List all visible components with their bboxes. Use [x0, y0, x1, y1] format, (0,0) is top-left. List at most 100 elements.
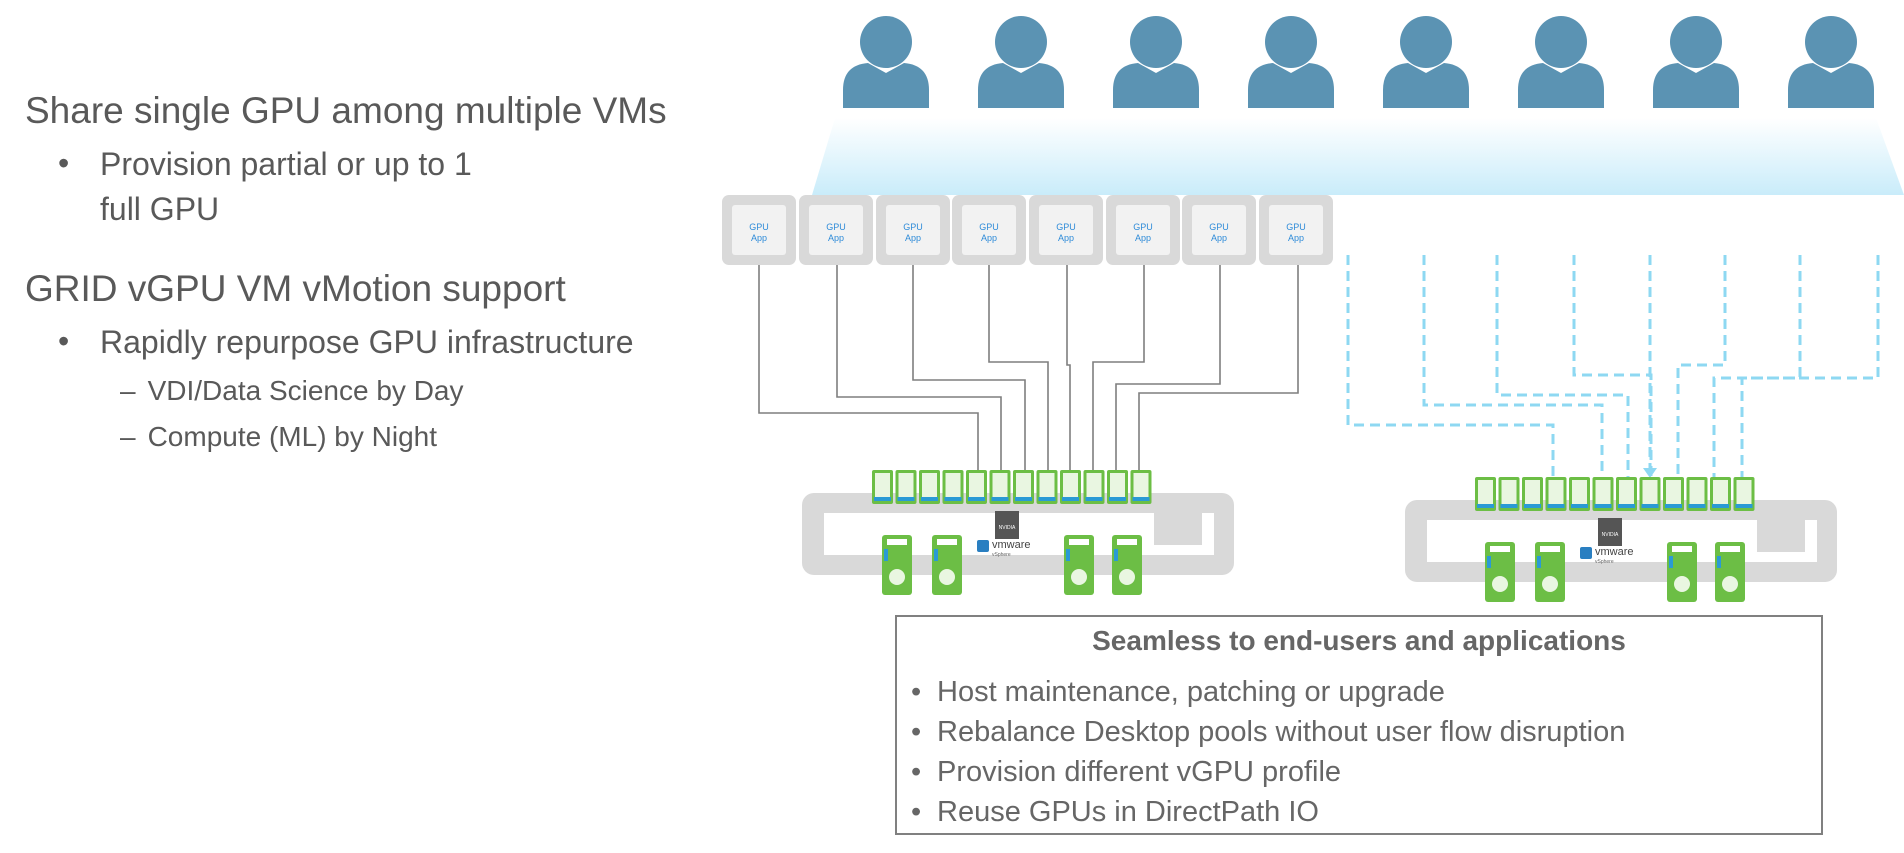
user-icon [1788, 16, 1874, 108]
gpu-card [1663, 477, 1684, 511]
list-item: • Provision different vGPU profile [911, 752, 1625, 792]
gpu-card [1733, 477, 1755, 511]
callout-title: Seamless to end-users and applications [1092, 625, 1626, 656]
heading-vmotion: GRID vGPU VM vMotion support [25, 268, 566, 309]
physical-gpu [882, 535, 912, 595]
sub-vdi: –VDI/Data Science by Day [120, 375, 464, 407]
bullet-dot: • [911, 716, 922, 748]
physical-gpu [1485, 542, 1515, 602]
gpu-card [942, 470, 964, 504]
nvidia-logo-text: NVIDIA [999, 525, 1016, 531]
callout-item-text: Provision different vGPU profile [937, 756, 1342, 788]
physical-gpu [1112, 535, 1142, 595]
callout-box: Seamless to end-users and applications •… [895, 615, 1823, 835]
user-icon [1248, 16, 1334, 108]
gpu-card [1083, 470, 1105, 504]
app-label-line1: GPU [903, 222, 923, 232]
list-item: •Rebalance Desktop pools without user fl… [911, 712, 1625, 752]
app-label-line1: GPU [1133, 222, 1153, 232]
gpu-card [1522, 477, 1543, 511]
gpu-card [919, 470, 940, 504]
app-label-line2: App [1288, 233, 1304, 243]
user-icon [978, 16, 1064, 108]
dash-glyph: – [120, 375, 136, 406]
nvidia-logo: NVIDIA [995, 511, 1019, 539]
gpu-card [1036, 470, 1058, 504]
gpu-card [1686, 477, 1708, 511]
nvidia-logo-text: NVIDIA [1602, 532, 1619, 538]
physical-gpu [1715, 542, 1745, 602]
gpu-card [1060, 470, 1081, 504]
gpu-card [1475, 477, 1496, 511]
gpu-card [1107, 470, 1128, 504]
gpu-card [1616, 477, 1637, 511]
vmware-logo-text: vmware [1595, 546, 1634, 558]
gpu-card [966, 470, 987, 504]
physical-gpu [1064, 535, 1094, 595]
user-glow-band [812, 118, 1904, 195]
callout-item-text: Reuse GPUs in DirectPath IO [937, 796, 1319, 828]
gpu-app-row: GPUAppGPUAppGPUAppGPUAppGPUAppGPUAppGPUA… [722, 195, 1333, 265]
heading-share-gpu: Share single GPU among multiple VMs [25, 90, 667, 131]
nvidia-logo: NVIDIA [1598, 518, 1622, 546]
user-icon [1113, 16, 1199, 108]
bullet-dot: • [911, 756, 922, 788]
app-label-line1: GPU [1286, 222, 1306, 232]
dash-glyph: – [120, 421, 136, 452]
sub-compute-text: Compute (ML) by Night [147, 421, 438, 452]
app-label-line2: App [828, 233, 844, 243]
gpu-card [895, 470, 917, 504]
app-label-line2: App [1211, 233, 1227, 243]
bullet-dot: • [911, 676, 922, 708]
gpu-card [1130, 470, 1152, 504]
user-icon [1383, 16, 1469, 108]
bullet-dot: • [58, 323, 70, 359]
list-item: • Host maintenance, patching or upgrade [911, 672, 1625, 712]
physical-gpu [932, 535, 962, 595]
bullet-dot: • [911, 796, 922, 828]
gpu-card [1545, 477, 1567, 511]
callout-item-text: Host maintenance, patching or upgrade [937, 676, 1445, 708]
app-label-line2: App [1058, 233, 1074, 243]
migration-arrow-icon [1643, 468, 1657, 478]
migration-connectors [1346, 255, 1880, 480]
bullet-repurpose: • Rapidly repurpose GPU infrastructure [58, 320, 634, 365]
vmware-logo-text: vmware [992, 539, 1031, 551]
app-label-line2: App [905, 233, 921, 243]
bullet-dot: • [58, 145, 70, 181]
gpu-card [1569, 477, 1590, 511]
app-label-line1: GPU [826, 222, 846, 232]
gpu-card [1013, 470, 1034, 504]
app-label-line1: GPU [1056, 222, 1076, 232]
gpu-card [989, 470, 1011, 504]
user-icon [1653, 16, 1739, 108]
app-label-line1: GPU [1209, 222, 1229, 232]
sub-compute: –Compute (ML) by Night [120, 421, 437, 453]
bullet-provision-line2: full GPU [100, 191, 220, 227]
app-label-line2: App [1135, 233, 1151, 243]
sub-vdi-text: VDI/Data Science by Day [147, 375, 464, 406]
app-label-line2: App [981, 233, 997, 243]
physical-gpu [1667, 542, 1697, 602]
gpu-card [1710, 477, 1731, 511]
vsphere-logo-text: vSphere [1595, 559, 1614, 565]
app-label-line1: GPU [979, 222, 999, 232]
users-row [843, 16, 1874, 108]
bullet-provision: • Provision partial or up to 1 full GPU [58, 142, 472, 232]
callout-list: • Host maintenance, patching or upgrade •… [911, 672, 1625, 832]
list-item: • Reuse GPUs in DirectPath IO [911, 792, 1625, 832]
